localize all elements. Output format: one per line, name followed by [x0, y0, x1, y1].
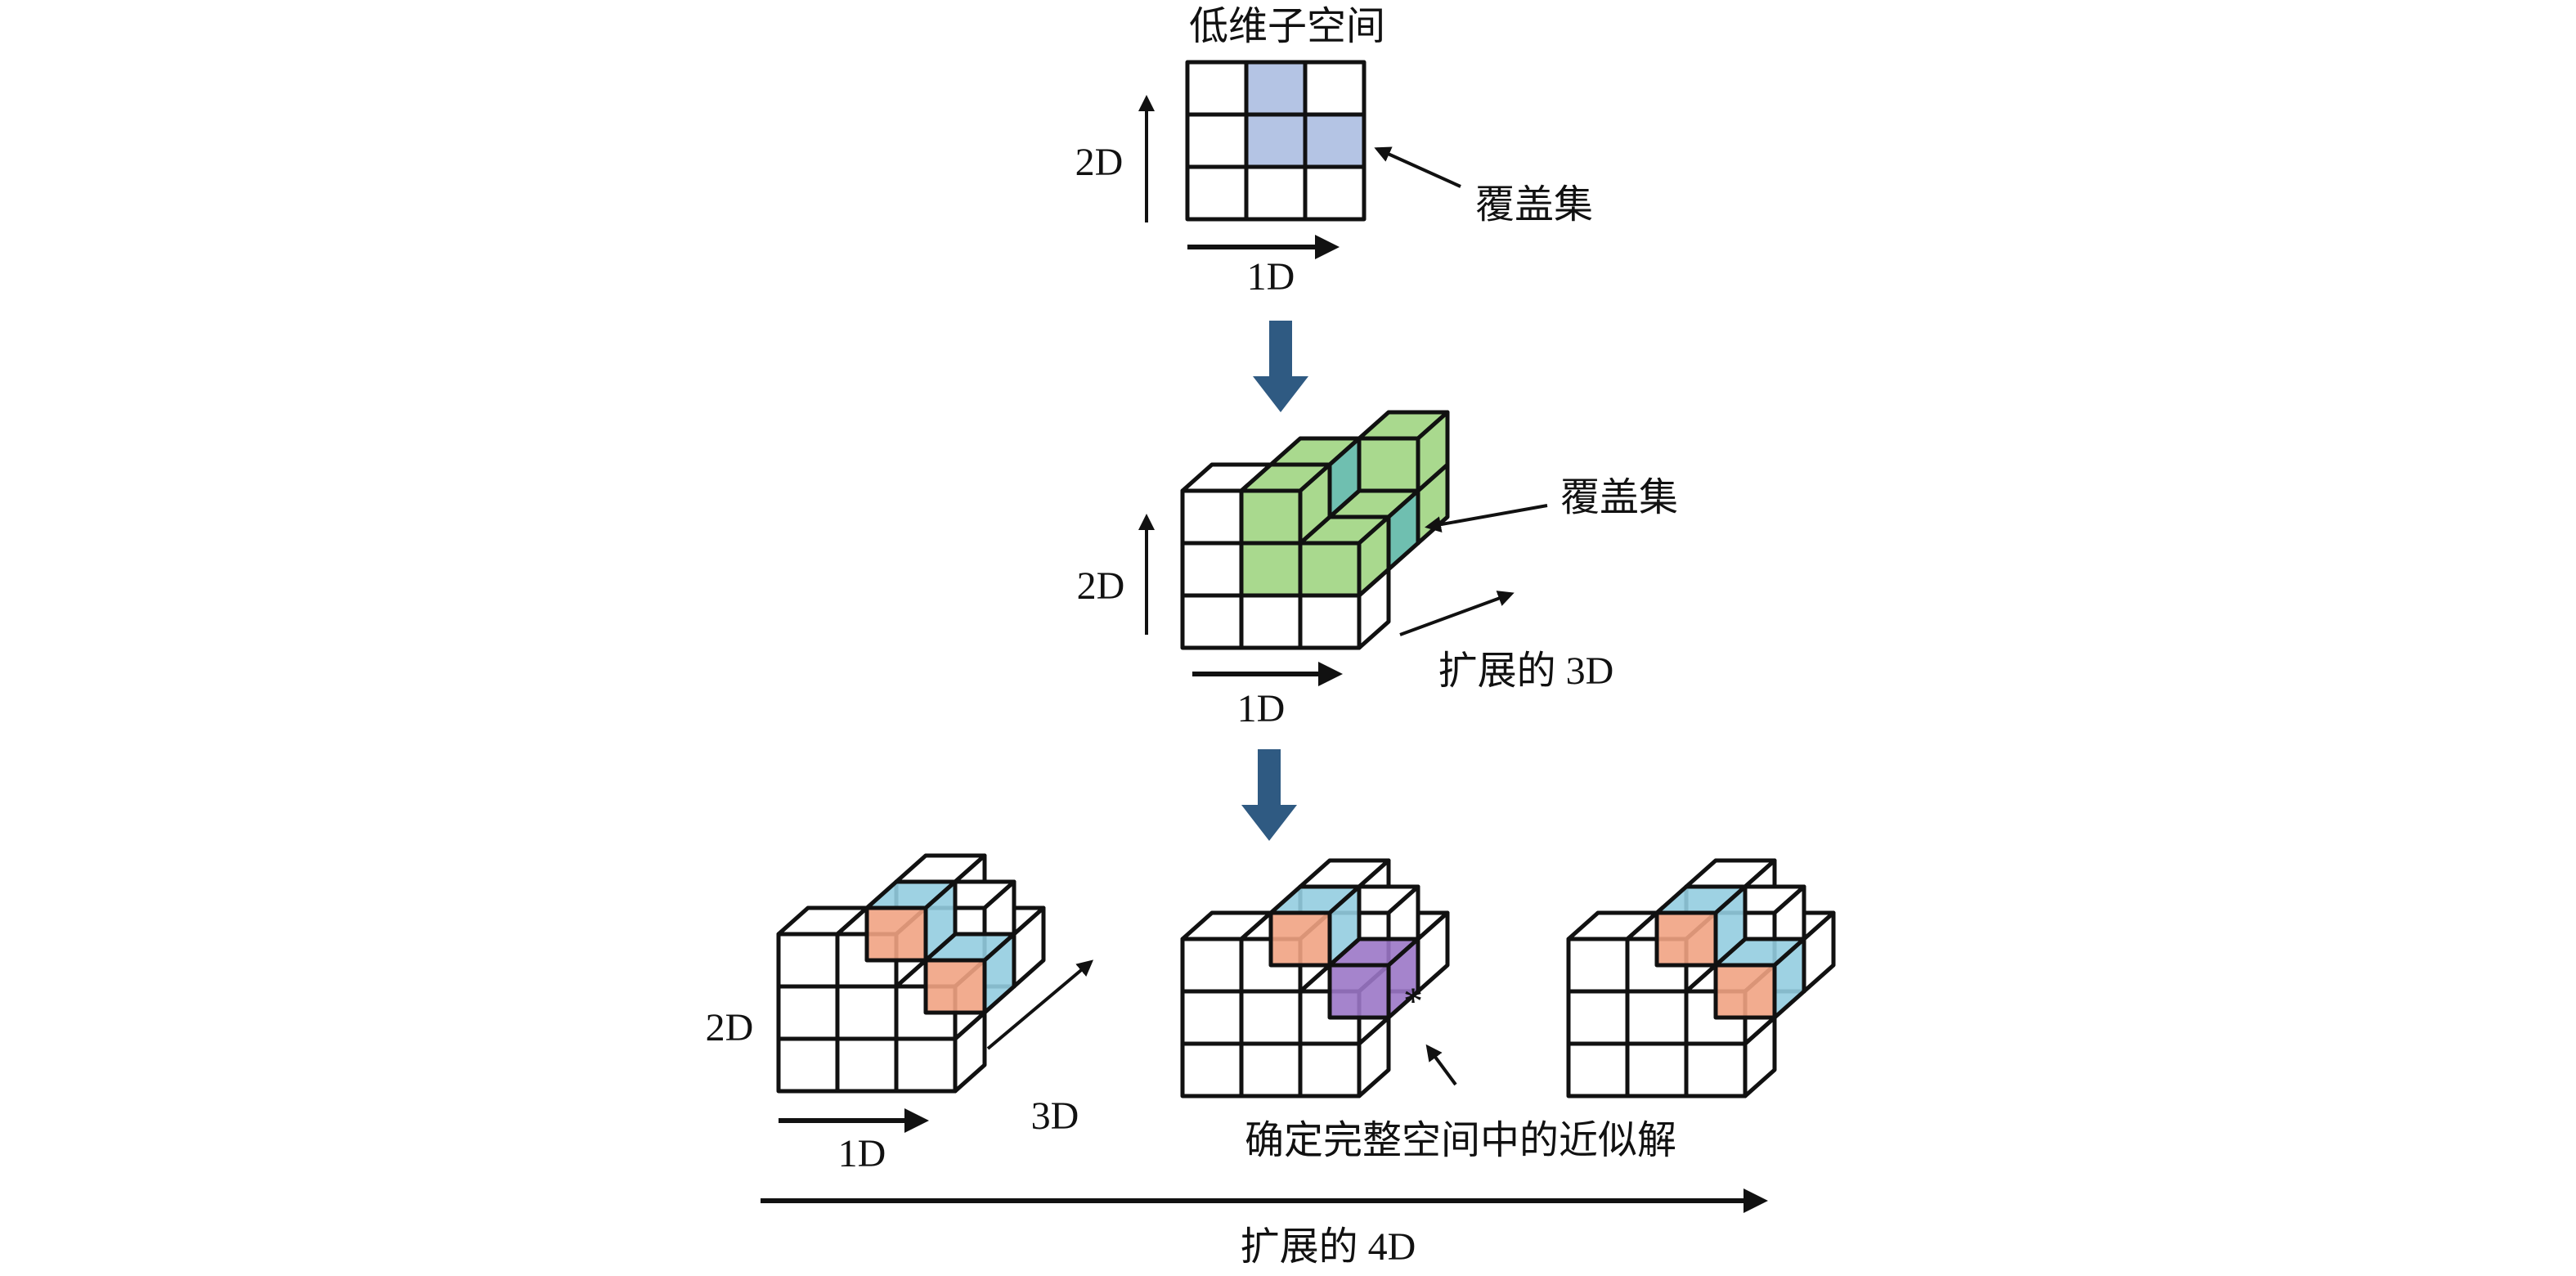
cube-front-face	[776, 984, 840, 1041]
cover-set-cell	[1244, 112, 1308, 169]
cube-front-face	[1180, 541, 1244, 598]
solution-label: 确定完整空间中的近似解	[1245, 1119, 1676, 1162]
cube-front-face	[1566, 1041, 1630, 1099]
grid-cell	[1185, 112, 1249, 169]
grid-cell	[1244, 164, 1308, 222]
middle-panel: 2D 1D 扩展的 3D 覆盖集	[1077, 410, 1678, 730]
cover-set-label: 覆盖集	[1560, 476, 1678, 519]
top-panel: 低维子空间 2D 1D 覆盖集	[1075, 5, 1593, 299]
axis-3d-arrow	[986, 959, 1094, 1050]
axis-3d-label: 扩展的 3D	[1438, 649, 1614, 693]
top-title: 低维子空间	[1189, 5, 1385, 48]
axis-2d-label: 2D	[706, 1006, 754, 1049]
grid-cell	[1303, 60, 1367, 117]
cube-front-face	[1180, 488, 1244, 546]
cube-front-face	[1566, 989, 1630, 1046]
down-arrow-icon	[1253, 321, 1308, 412]
cube-front-face	[1625, 989, 1689, 1046]
cover-set-cell	[1303, 112, 1367, 169]
cube-front-face	[1180, 937, 1244, 994]
solution-star: *	[1403, 980, 1423, 1023]
axis-1d-label: 1D	[1237, 687, 1286, 730]
cover-set-label: 覆盖集	[1475, 183, 1593, 227]
cube-front-face	[1654, 910, 1718, 968]
4d-slice-middle	[1180, 858, 1450, 1099]
cube-front-face	[835, 1036, 899, 1094]
cube-front-face	[1239, 1041, 1303, 1099]
cube-front-face	[1298, 593, 1362, 650]
cube-front-face	[1239, 593, 1303, 650]
axis-2d-label: 2D	[1077, 564, 1125, 608]
axis-2d-label: 2D	[1075, 141, 1124, 184]
cube-front-face	[1298, 541, 1362, 598]
cube-front-face	[1268, 910, 1332, 968]
low-dim-grid	[1185, 60, 1367, 222]
cube-front-face	[1298, 1041, 1362, 1099]
cube-front-face	[776, 932, 840, 989]
bottom-panel: * 2D 3D 1D 确定完整空间中的近似解 扩展的 4D	[706, 853, 1836, 1269]
3d-cube-structure	[1180, 410, 1450, 650]
cube-front-face	[1239, 488, 1303, 546]
grid-cell	[1185, 60, 1249, 117]
cube-front-face	[864, 905, 928, 963]
axis-1d-label: 1D	[1247, 255, 1295, 299]
axis-3d-label: 3D	[1031, 1094, 1079, 1138]
cube-front-face	[1180, 593, 1244, 650]
cube-front-face	[1357, 436, 1420, 493]
cube-front-face	[776, 1036, 840, 1094]
cube-front-face	[1684, 1041, 1748, 1099]
cube-front-face	[923, 958, 987, 1015]
solution-pointer-arrow	[1425, 1044, 1457, 1086]
down-arrow-icon	[1241, 749, 1297, 841]
4d-slice-right	[1566, 858, 1836, 1099]
cube-front-face	[1180, 1041, 1244, 1099]
cube-front-face	[1566, 937, 1630, 994]
cube-front-face	[894, 1036, 958, 1094]
cube-front-face	[1713, 963, 1777, 1020]
cube-front-face	[1327, 963, 1391, 1020]
cube-front-face	[1239, 541, 1303, 598]
axis-1d-label: 1D	[838, 1132, 886, 1175]
cover-set-cell	[1244, 60, 1308, 117]
cube-front-face	[835, 984, 899, 1041]
cover-pointer-arrow	[1374, 146, 1461, 188]
cube-front-face	[1180, 989, 1244, 1046]
4d-slice-left	[776, 853, 1046, 1094]
axis-3d-arrow	[1399, 591, 1515, 636]
cube-front-face	[1239, 989, 1303, 1046]
cube-front-face	[1625, 1041, 1689, 1099]
cover-pointer-arrow	[1425, 504, 1548, 533]
axis-4d-label: 扩展的 4D	[1241, 1225, 1416, 1269]
grid-cell	[1303, 164, 1367, 222]
grid-cell	[1185, 164, 1249, 222]
